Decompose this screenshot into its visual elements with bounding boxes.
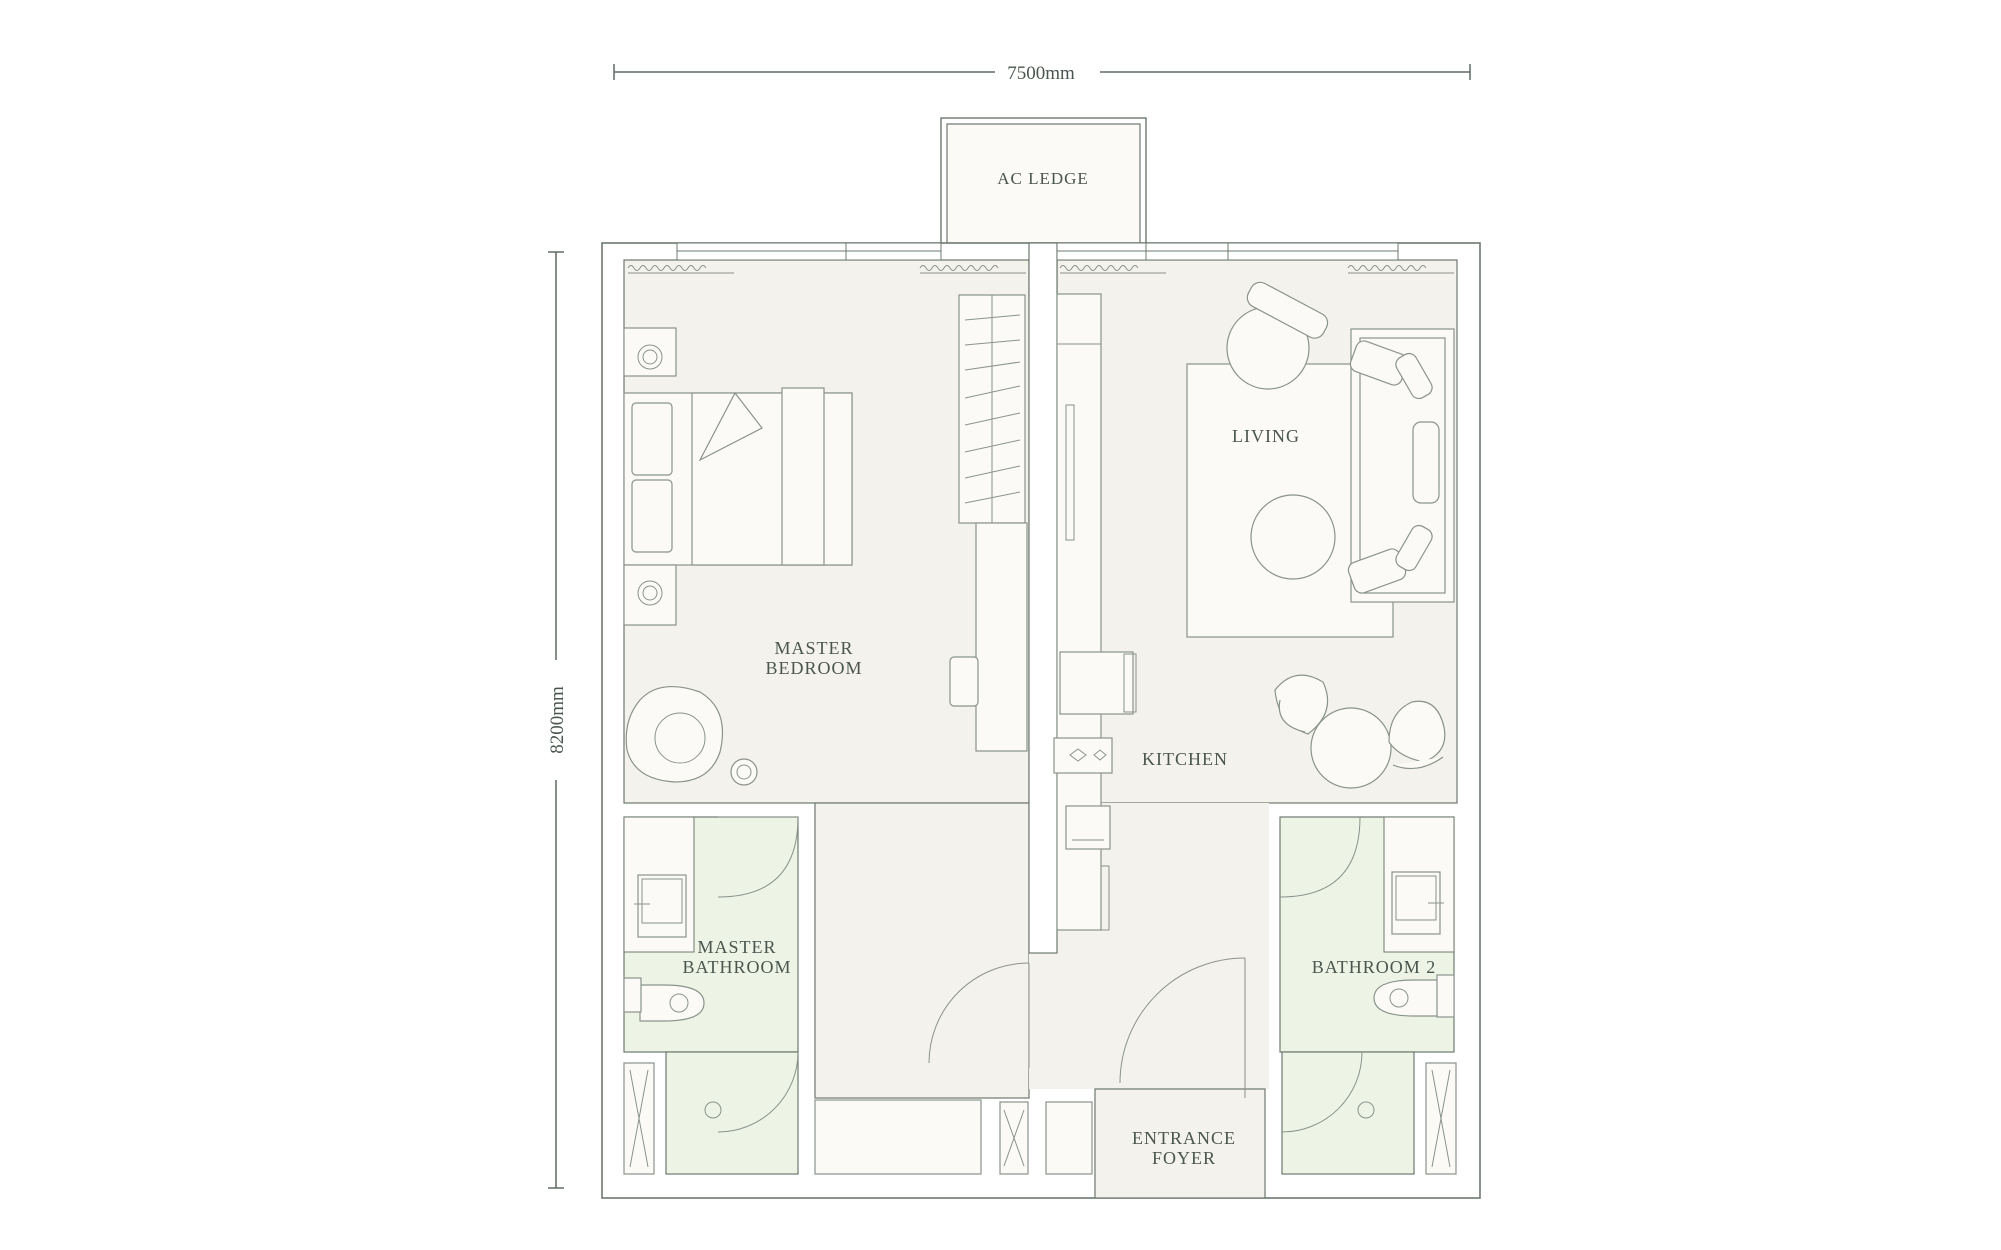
bed xyxy=(623,387,853,566)
foyer-floor xyxy=(1094,1088,1266,1199)
height-label: 8200mm xyxy=(547,686,568,754)
dining-set xyxy=(1274,674,1446,789)
sofa xyxy=(1347,328,1455,603)
master-bathroom-label-line1: MASTER xyxy=(697,937,776,957)
lounge-chair xyxy=(1226,281,1329,390)
width-label: 7500mm xyxy=(1007,63,1075,84)
ac-ledge: AC LEDGE xyxy=(940,117,1147,245)
master-bedroom-label-line1: MASTER xyxy=(774,638,853,658)
kitchen-label: KITCHEN xyxy=(1142,749,1228,769)
windows xyxy=(627,242,1454,274)
desk xyxy=(949,522,1028,752)
living-label: LIVING xyxy=(1232,426,1300,446)
bathroom-2 xyxy=(1279,816,1457,1175)
width-dimension: 7500mm xyxy=(613,63,1471,84)
nightstand-bottom xyxy=(623,564,677,626)
master-bathroom xyxy=(623,816,799,1175)
bathroom-2-label: BATHROOM 2 xyxy=(1312,957,1437,977)
entrance-foyer-label-line1: ENTRANCE xyxy=(1132,1128,1236,1148)
master-bedroom-label-line2: BEDROOM xyxy=(765,658,862,678)
corridor-floor xyxy=(814,802,1030,1099)
entrance-foyer-label-line2: FOYER xyxy=(1152,1148,1216,1168)
kitchen-counter xyxy=(1053,293,1137,931)
wardrobe xyxy=(958,294,1026,524)
doors xyxy=(814,957,1246,1175)
master-bathroom-label-line2: BATHROOM xyxy=(682,957,791,977)
coffee-table xyxy=(1250,494,1336,580)
ac-ledge-label: AC LEDGE xyxy=(997,169,1089,188)
height-dimension: 8200mm xyxy=(547,251,568,1189)
nightstand-top xyxy=(623,327,677,377)
armchair xyxy=(625,686,758,786)
